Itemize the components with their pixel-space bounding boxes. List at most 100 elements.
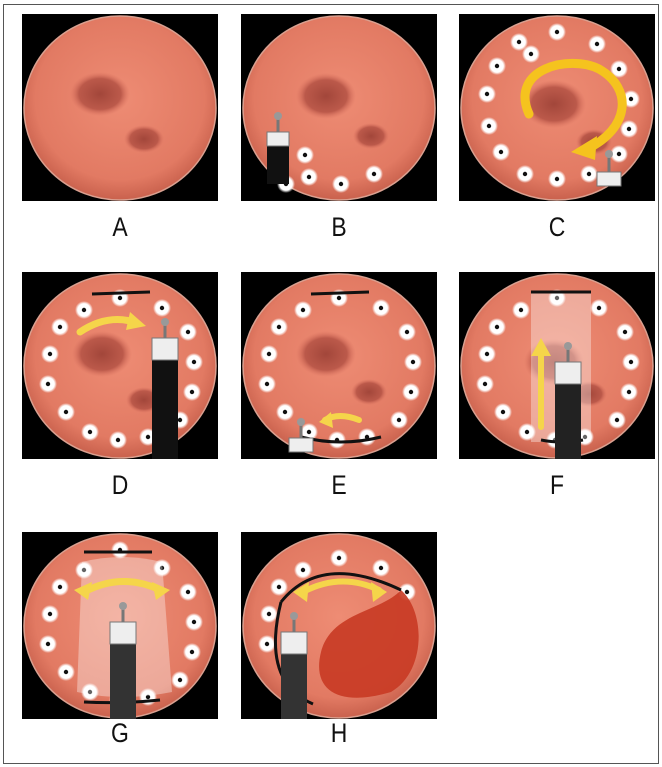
marking-dot-center bbox=[555, 177, 559, 181]
marking-dot-center bbox=[265, 642, 269, 646]
marking-dot-center bbox=[192, 620, 196, 624]
marking-dot-center bbox=[58, 325, 62, 329]
marking-dot-center bbox=[372, 172, 376, 176]
marking-dot-center bbox=[379, 306, 383, 310]
marking-dot-center bbox=[337, 296, 341, 300]
marking-dot-center bbox=[487, 124, 491, 128]
marking-dot-center bbox=[629, 360, 633, 364]
marking-dot-center bbox=[146, 435, 150, 439]
panel-a bbox=[22, 14, 218, 201]
marking-dot-center bbox=[178, 678, 182, 682]
marking-dot-center bbox=[190, 650, 194, 654]
marking-dot-center bbox=[186, 590, 190, 594]
marking-dot-center bbox=[339, 182, 343, 186]
marking-dot-center bbox=[116, 438, 120, 442]
panel-c bbox=[459, 14, 655, 201]
marking-dot-center bbox=[192, 360, 196, 364]
panel-a-illustration bbox=[22, 14, 218, 201]
incision-line bbox=[92, 292, 150, 294]
panel-g bbox=[22, 532, 218, 719]
marking-dot-center bbox=[629, 97, 633, 101]
marking-dot-center bbox=[483, 382, 487, 386]
marking-dot-center bbox=[190, 390, 194, 394]
marking-dot-center bbox=[627, 127, 631, 131]
marking-dot-center bbox=[519, 308, 523, 312]
panel-a-label: A bbox=[37, 212, 204, 243]
marking-dot-center bbox=[277, 585, 281, 589]
snare-catheter bbox=[152, 318, 178, 459]
marking-dot-center bbox=[82, 308, 86, 312]
marking-dot-center bbox=[301, 568, 305, 572]
marking-dot-center bbox=[48, 612, 52, 616]
marking-dot-center bbox=[118, 296, 122, 300]
marking-dot-center bbox=[501, 410, 505, 414]
panel-g-illustration bbox=[22, 532, 218, 719]
marking-dot-center bbox=[277, 325, 281, 329]
marking-dot-center bbox=[160, 306, 164, 310]
panel-h bbox=[241, 532, 437, 719]
lesion bbox=[70, 72, 130, 116]
panel-h-illustration bbox=[241, 532, 437, 719]
marking-dot-center bbox=[265, 382, 269, 386]
marking-dot-center bbox=[337, 556, 341, 560]
marking-dot-center bbox=[555, 30, 559, 34]
marking-dot-center bbox=[495, 64, 499, 68]
marking-dot-center bbox=[267, 612, 271, 616]
marking-dot-center bbox=[46, 642, 50, 646]
marking-dot-center bbox=[523, 172, 527, 176]
panel-b-label: B bbox=[256, 212, 423, 243]
marking-dot-center bbox=[303, 153, 307, 157]
marking-dot-center bbox=[307, 175, 311, 179]
marking-dot-center bbox=[587, 172, 591, 176]
panel-c-illustration bbox=[459, 14, 655, 201]
panel-f bbox=[459, 272, 655, 459]
marking-dot-center bbox=[58, 585, 62, 589]
panel-f-label: F bbox=[474, 470, 641, 501]
marking-dot-center bbox=[617, 152, 621, 156]
marking-dot-center bbox=[64, 670, 68, 674]
panel-c-label: C bbox=[474, 212, 641, 243]
marking-dot-center bbox=[409, 390, 413, 394]
marking-dot-center bbox=[623, 330, 627, 334]
panel-g-label: G bbox=[37, 718, 204, 749]
panel-e-illustration bbox=[241, 272, 437, 459]
panel-e bbox=[241, 272, 437, 459]
panel-d-illustration bbox=[22, 272, 218, 459]
marking-dot-center bbox=[48, 352, 52, 356]
marking-dot-center bbox=[405, 330, 409, 334]
panel-e-label: E bbox=[256, 470, 423, 501]
marking-dot-center bbox=[617, 67, 621, 71]
marking-dot-center bbox=[64, 410, 68, 414]
marking-dot-center bbox=[615, 418, 619, 422]
marking-dot-center bbox=[411, 360, 415, 364]
panel-d bbox=[22, 272, 218, 459]
panel-b bbox=[241, 14, 437, 201]
marking-dot-center bbox=[627, 390, 631, 394]
marking-dot-center bbox=[307, 430, 311, 434]
panel-h-label: H bbox=[256, 718, 423, 749]
panel-d-label: D bbox=[37, 470, 204, 501]
marking-dot-center bbox=[397, 418, 401, 422]
marking-dot-center bbox=[529, 52, 533, 56]
marking-dot-center bbox=[405, 590, 409, 594]
marking-dot-center bbox=[485, 92, 489, 96]
marking-dot-center bbox=[597, 306, 601, 310]
marking-dot-center bbox=[525, 430, 529, 434]
panel-b-illustration bbox=[241, 14, 437, 201]
marking-dot-center bbox=[267, 352, 271, 356]
marking-dot-center bbox=[283, 410, 287, 414]
marking-dot-center bbox=[46, 382, 50, 386]
marking-dot-center bbox=[595, 42, 599, 46]
marking-dot-center bbox=[186, 330, 190, 334]
marking-dot-center bbox=[485, 352, 489, 356]
marking-dot-center bbox=[88, 430, 92, 434]
marking-dot-center bbox=[517, 40, 521, 44]
marking-dot-center bbox=[379, 566, 383, 570]
marking-dot-center bbox=[499, 150, 503, 154]
panel-f-illustration bbox=[459, 272, 655, 459]
lesion bbox=[124, 125, 164, 153]
marking-dot-center bbox=[301, 308, 305, 312]
marking-dot-center bbox=[178, 418, 182, 422]
marking-dot-center bbox=[495, 325, 499, 329]
